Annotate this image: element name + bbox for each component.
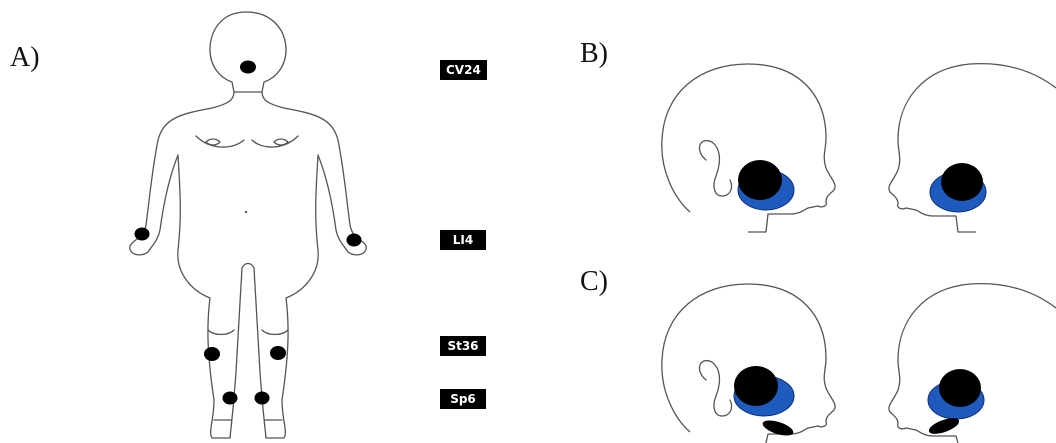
gland-black-c-right xyxy=(939,369,981,407)
head-profile-c-right-facing xyxy=(662,284,835,443)
gland-black-c-left xyxy=(734,366,778,406)
acupoint-dot-st36-left xyxy=(204,347,220,361)
acupoint-dot-sp6-left xyxy=(223,392,238,405)
acupoint-dot-cv24 xyxy=(240,61,256,74)
acupoint-dot-sp6-right xyxy=(255,392,270,405)
head-profile-c-left-facing xyxy=(889,284,1056,443)
acupoint-dot-li4-right xyxy=(347,234,362,247)
acupoint-dot-li4-left xyxy=(135,228,150,241)
head-profile-b-right-facing xyxy=(662,64,835,232)
gland-black-b-left xyxy=(738,160,782,200)
acupoint-dot-st36-right xyxy=(270,346,286,360)
body-figure xyxy=(130,12,366,438)
gland-black-b-right xyxy=(941,163,983,201)
